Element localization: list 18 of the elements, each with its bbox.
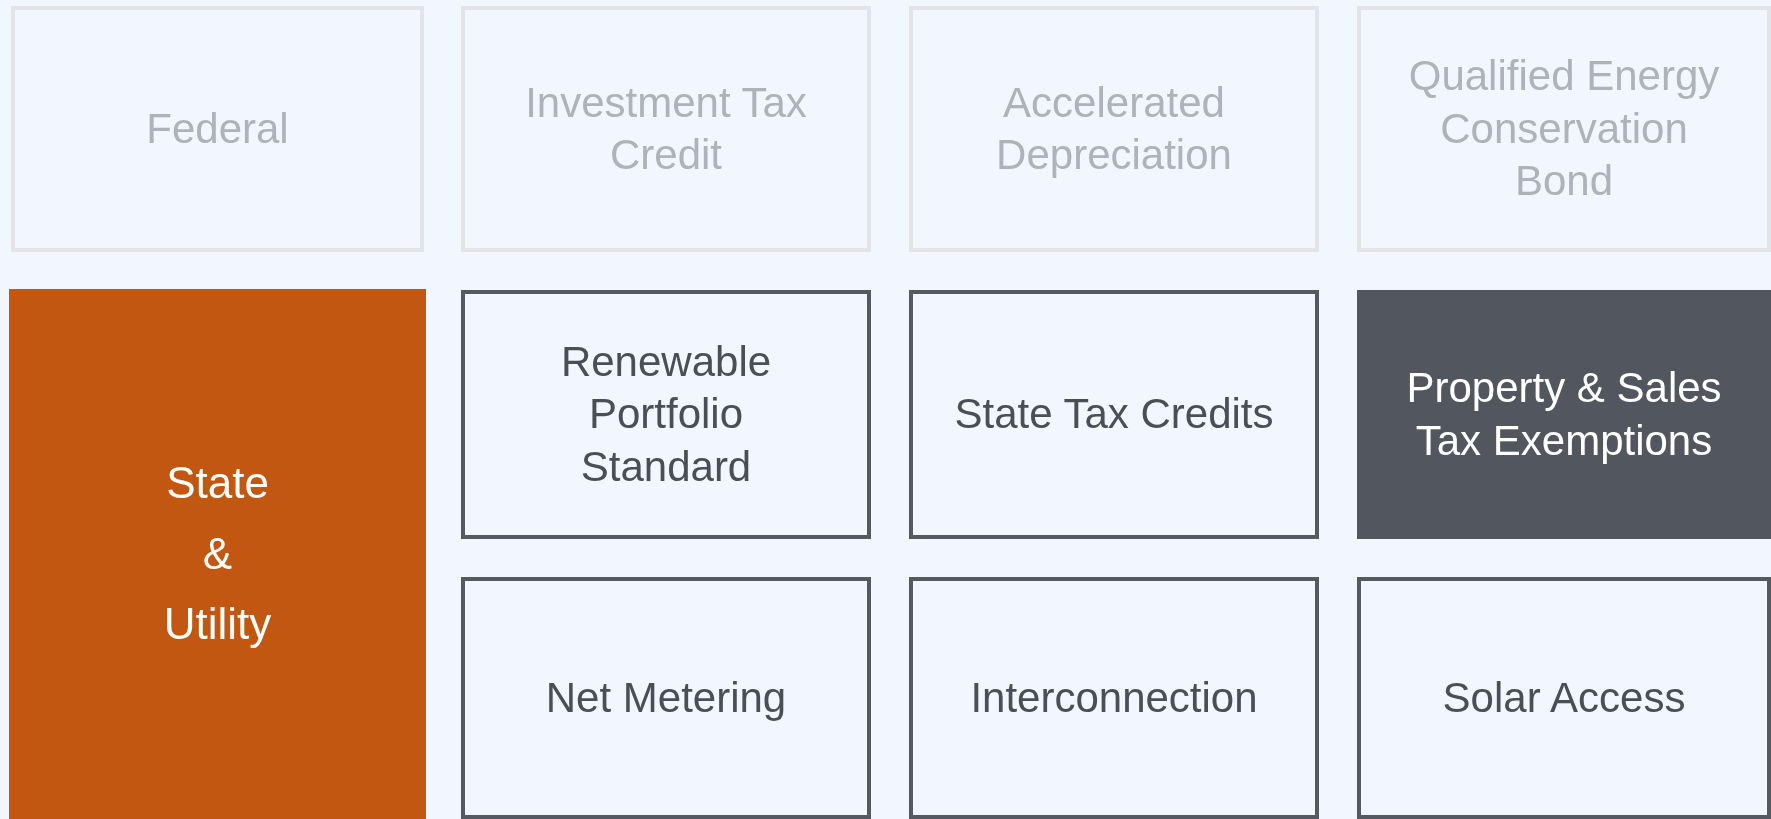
box-label: Federal: [145, 103, 290, 154]
box-label: Qualified Energy Conservation Bond: [1407, 51, 1721, 207]
box-label: Solar Access: [1441, 672, 1687, 723]
box-label: State Tax Credits: [953, 389, 1275, 440]
category-box: [909, 577, 1319, 819]
box-label: Investment Tax Credit: [524, 77, 808, 180]
box-label: Net Metering: [544, 672, 788, 723]
category-box: [9, 289, 426, 819]
box-label: Property & Sales Tax Exemptions: [1405, 363, 1723, 466]
category-box: [1357, 290, 1771, 539]
category-box: [461, 577, 871, 819]
category-box: [1357, 577, 1771, 819]
box-label: Renewable Portfolio Standard: [559, 336, 773, 492]
category-box: [461, 290, 871, 539]
box-label: Interconnection: [969, 672, 1259, 723]
box-label: Accelerated Depreciation: [995, 77, 1233, 180]
category-box: [909, 290, 1319, 539]
box-label: State & Utility: [162, 457, 273, 651]
